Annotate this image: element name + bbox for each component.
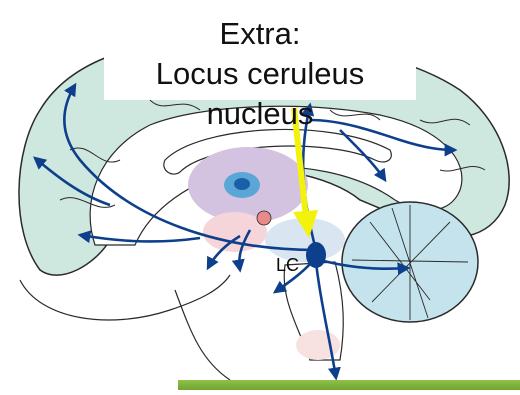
title-line-1: Extra: bbox=[104, 14, 416, 54]
locus-ceruleus-nucleus bbox=[306, 242, 326, 268]
temporal-lobe bbox=[20, 275, 230, 320]
thalamus-core bbox=[234, 178, 250, 190]
bottom-green-strip bbox=[178, 380, 520, 390]
medulla-tint bbox=[296, 330, 340, 360]
lc-label: LC bbox=[276, 255, 299, 276]
pineal-small bbox=[257, 211, 271, 225]
title-line-2: Locus ceruleus nucleus bbox=[104, 54, 416, 134]
lower-outline bbox=[175, 290, 230, 380]
title-box: Extra: Locus ceruleus nucleus bbox=[104, 0, 416, 100]
